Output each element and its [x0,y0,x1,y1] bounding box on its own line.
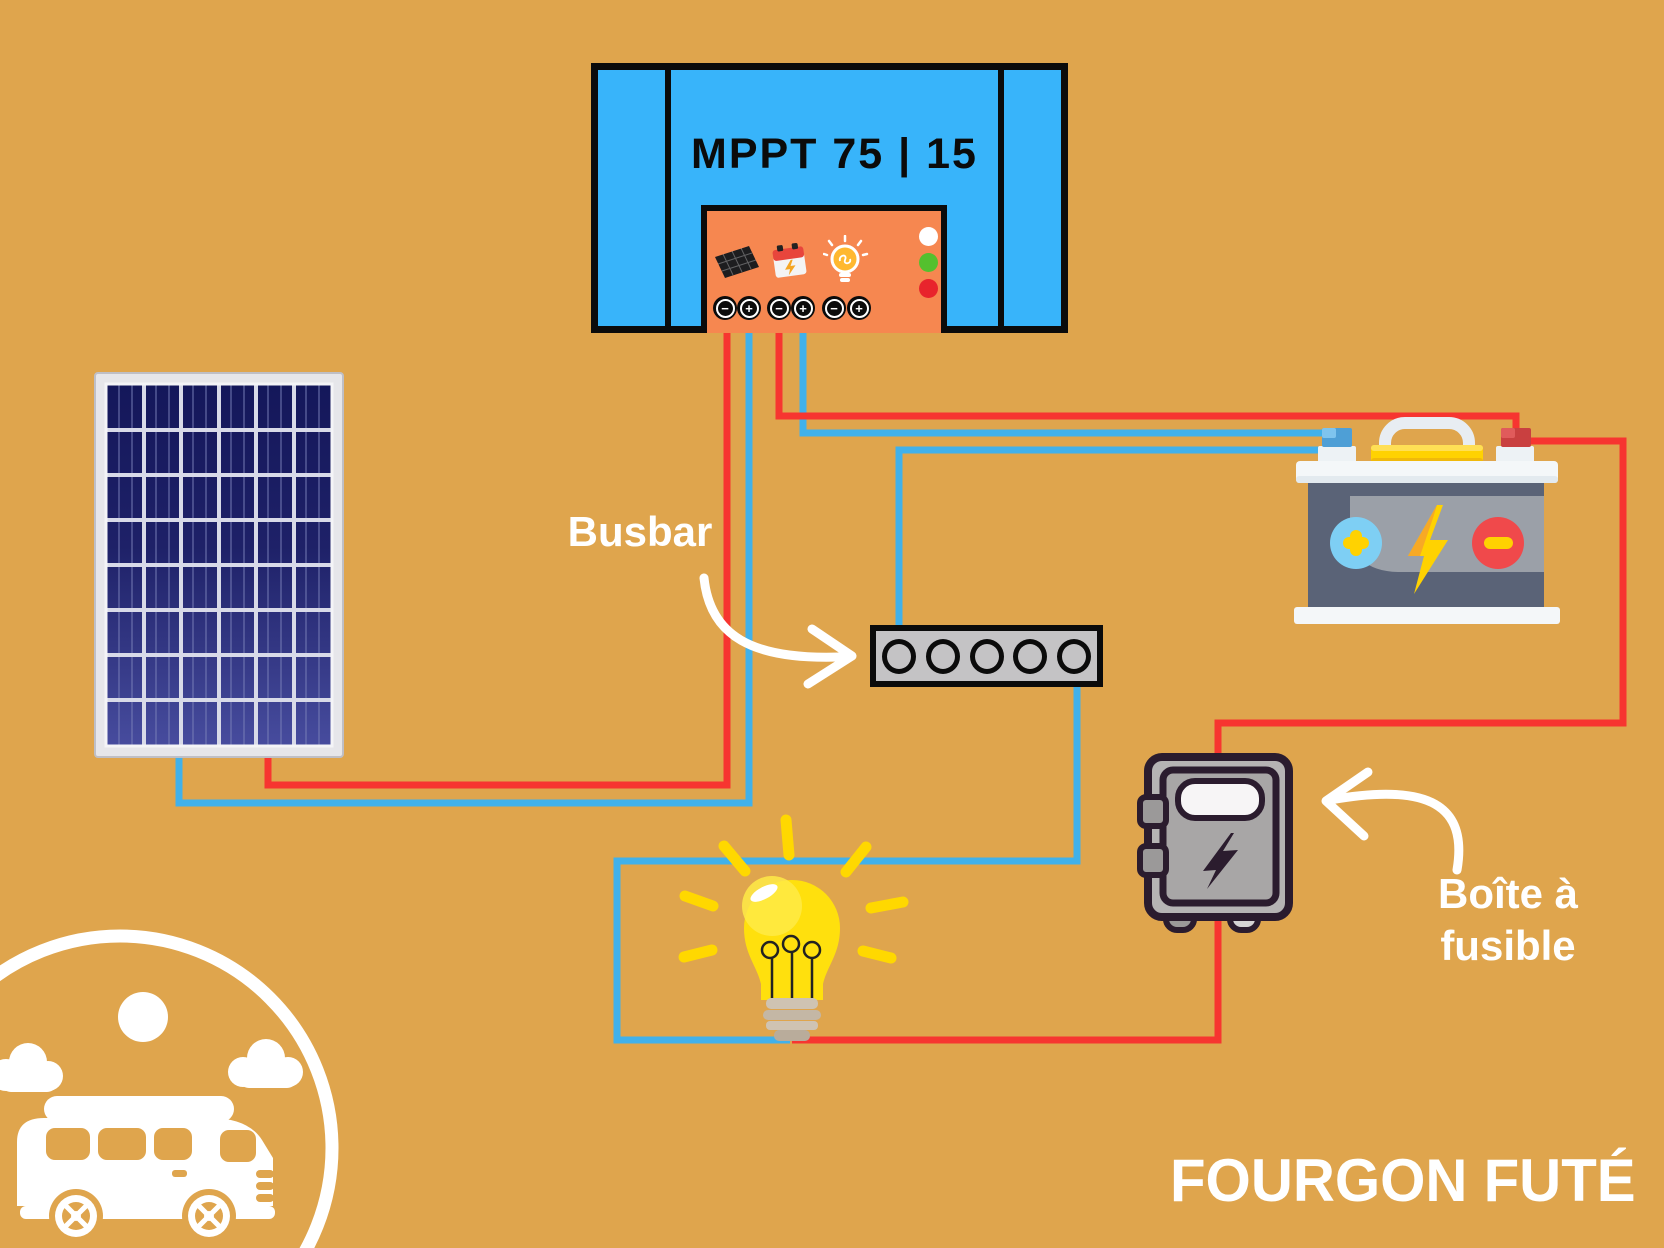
controller-front-panel: − + − + − + [701,205,947,333]
terminal-battery-negative: − [767,296,791,320]
battery-bolt-accent [1408,505,1437,556]
van-wheel-front [182,1189,236,1243]
fusebox-arrow [1321,767,1464,875]
logo-van-icon [17,1096,275,1243]
mppt-controller: MPPT 75 | 15 [591,63,1068,333]
light-bulb [678,814,909,1041]
wire-busbar-battery-blue [895,446,1322,627]
led-red [919,279,938,298]
terminal-symbol: + [849,298,869,318]
bulb-base [763,998,821,1041]
battery-terminal-positive-highlight [1501,428,1515,438]
fusebox-label-line2: fusible [1440,922,1576,969]
terminal-symbol: − [715,298,735,318]
busbar-label: Busbar [567,508,713,555]
wire-controller-battery-blue [799,318,1325,437]
busbar-hole [1057,638,1091,674]
solar-panel-inner-frame [104,382,334,748]
busbar-hole [1013,638,1048,674]
wire-battery-fuse-bulb-red [792,437,1627,1044]
fusebox-label: Boîte à fusible [1398,868,1618,972]
terminal-load-positive: + [847,296,871,320]
van-roof [44,1096,234,1122]
battery-icon [772,242,807,278]
busbar-hole [969,638,1004,674]
terminal-symbol: − [769,298,789,318]
controller-divider-left [665,70,671,326]
terminal-battery-positive: + [791,296,815,320]
busbar [870,625,1103,687]
terminal-symbol: − [824,298,844,318]
fusebox-label-line1: Boîte à [1437,870,1579,917]
logo-cloud-right-icon [228,1039,303,1088]
bulb-gleam [750,884,778,902]
terminal-pv-positive: + [737,296,761,320]
solar-panel [94,372,344,758]
logo-circle [0,929,339,1248]
fusebox-hinge-bottom [1137,843,1169,878]
battery-negative-post [1318,446,1356,463]
bulb-filament [760,934,822,1000]
terminal-symbol: + [739,298,759,318]
bulb-icon [823,235,869,282]
led-green [919,253,938,272]
led-white [919,227,938,246]
bulb-rays [678,814,909,964]
brand-logo [0,929,339,1248]
brand-name: FOURGON FUTÉ [1170,1147,1636,1214]
controller-title: MPPT 75 | 15 [691,130,978,178]
terminal-pv-negative: − [713,296,737,320]
wire-pv-red [264,318,731,789]
battery-minus-symbol [1484,537,1513,549]
van-wheel-rear [49,1189,103,1243]
fusebox-window [1175,778,1265,821]
wire-controller-battery-red [775,318,1520,430]
van-windows [46,1128,274,1202]
fusebox-hinge-top [1137,794,1169,829]
terminal-symbol: + [793,298,813,318]
busbar-hole [925,638,960,674]
battery-top-tray-shadow [1296,476,1558,483]
battery [1294,417,1560,624]
battery-terminal-negative-highlight [1322,428,1336,438]
busbar-arrow [699,573,857,689]
fusebox-bolt-icon [1203,833,1238,889]
busbar-hole [882,638,916,674]
logo-sun-icon [118,992,168,1042]
battery-positive-post [1496,446,1534,463]
van-door-handle [172,1170,187,1177]
wire-busbar-bulb-blue [613,685,1081,1044]
terminal-load-negative: − [822,296,846,320]
battery-bottom-tray [1294,607,1560,624]
battery-bolt-icon [1408,505,1448,594]
controller-divider-right [998,70,1004,326]
solar-panel-icon [715,246,759,278]
battery-handle-base-highlight [1371,445,1483,451]
solar-panel-grid [106,384,332,746]
battery-plus-symbol [1343,530,1369,556]
logo-cloud-left-icon [0,1043,63,1092]
fuse-box [1137,753,1293,933]
wire-pv-blue [175,318,753,807]
